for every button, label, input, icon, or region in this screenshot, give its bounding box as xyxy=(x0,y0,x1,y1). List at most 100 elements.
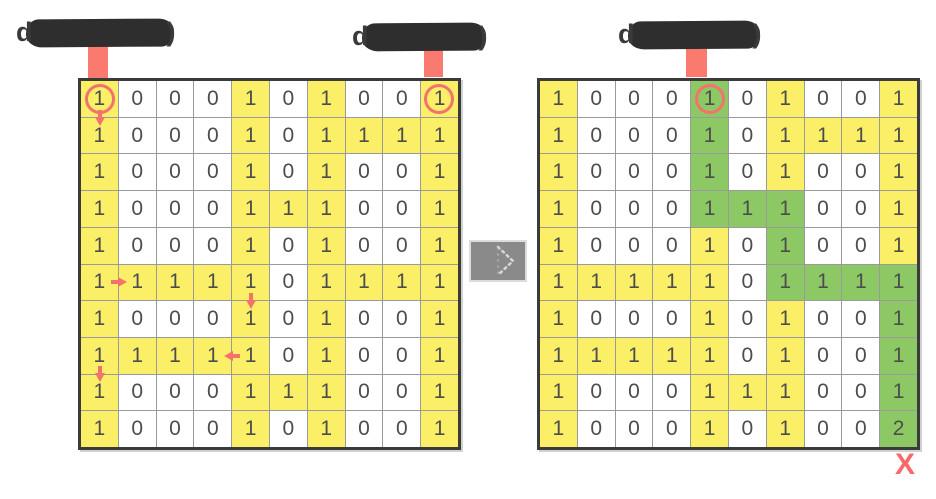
grid-cell: 0 xyxy=(577,81,615,117)
grid-cell: 0 xyxy=(156,81,194,117)
grid-cell: 0 xyxy=(269,117,307,154)
grid-cell: 1 xyxy=(421,117,458,154)
grid-cell: 0 xyxy=(653,81,691,117)
grid-cell: 0 xyxy=(118,374,156,411)
grid-cell: 1 xyxy=(880,337,917,374)
grid-cell: 0 xyxy=(118,81,156,117)
grid-cell: 1 xyxy=(691,154,728,191)
grid-cell: 1 xyxy=(307,337,345,374)
grid-cell: 0 xyxy=(728,411,766,447)
dfs-direction-arrow-down xyxy=(94,365,105,382)
grid-cell: 1 xyxy=(615,337,653,374)
grid-cell: 0 xyxy=(156,227,194,264)
grid-cell: 0 xyxy=(194,191,232,227)
grid-cell: 0 xyxy=(156,117,194,154)
transition-arrow-icon xyxy=(469,240,527,282)
grid-cell: 1 xyxy=(81,301,118,337)
grid-cell: 0 xyxy=(804,374,842,411)
dfs-direction-arrow-right xyxy=(110,277,127,288)
grid-cell: 1 xyxy=(766,337,804,374)
grid-cell: 1 xyxy=(307,191,345,227)
grid-cell: 1 xyxy=(766,264,804,301)
grid-cell: 1 xyxy=(81,411,118,447)
redaction-scribble xyxy=(25,17,174,48)
grid-cell: 1 xyxy=(691,374,728,411)
grid-cell: 0 xyxy=(345,81,383,117)
grid-cell: 1 xyxy=(269,191,307,227)
grid-cell: 0 xyxy=(842,411,880,447)
grid-cell: 1 xyxy=(766,411,804,447)
grid-cell: 1 xyxy=(691,264,728,301)
grid-cell: 0 xyxy=(728,227,766,264)
grid-cell: 1 xyxy=(81,227,118,264)
grid-cell: 1 xyxy=(232,411,269,447)
grid-cell: 0 xyxy=(804,227,842,264)
label-suffix: ) xyxy=(166,17,176,47)
grid-cell: 1 xyxy=(232,117,269,154)
grid-cell: 1 xyxy=(421,337,458,374)
grid-cell: 0 xyxy=(577,411,615,447)
grid-cell: 1 xyxy=(766,81,804,117)
grid-cell: 0 xyxy=(728,81,766,117)
grid-cell: 1 xyxy=(421,374,458,411)
grid-cell: 1 xyxy=(880,374,917,411)
grid-cell: 1 xyxy=(540,337,577,374)
grid-cell: 1 xyxy=(804,117,842,154)
grid-cell: 1 xyxy=(540,81,577,117)
grid-cell: 0 xyxy=(653,227,691,264)
dfs-call-label-3: d ) xyxy=(618,19,762,50)
grid-cell: 0 xyxy=(118,154,156,191)
grid-cell: 0 xyxy=(156,374,194,411)
grid-cell: 1 xyxy=(540,154,577,191)
grid-cell: 1 xyxy=(540,264,577,301)
grid-cell: 1 xyxy=(421,154,458,191)
grid-cell: 1 xyxy=(880,154,917,191)
grid-cell: 1 xyxy=(307,264,345,301)
grid-cell: 0 xyxy=(269,81,307,117)
grid-cell: 0 xyxy=(728,117,766,154)
grid-cell: 1 xyxy=(421,301,458,337)
grid-cell: 0 xyxy=(842,337,880,374)
connector-call1 xyxy=(88,45,108,78)
grid-cell: 0 xyxy=(804,411,842,447)
grid-cell: 1 xyxy=(345,264,383,301)
grid-cell: 1 xyxy=(307,227,345,264)
grid-cell: 0 xyxy=(345,227,383,264)
label-prefix: d xyxy=(618,19,634,49)
grid-cell: 0 xyxy=(194,81,232,117)
grid-cell: 0 xyxy=(615,117,653,154)
grid-cell: 0 xyxy=(118,227,156,264)
grid-cell: 0 xyxy=(577,301,615,337)
grid-cell: 0 xyxy=(842,154,880,191)
grid-cell: 1 xyxy=(540,301,577,337)
dfs-call-label-1: d ) xyxy=(16,17,176,48)
grid-cell: 0 xyxy=(383,411,421,447)
grid-cell: 1 xyxy=(232,374,269,411)
grid-cell: 1 xyxy=(269,374,307,411)
grid-cell: 0 xyxy=(842,81,880,117)
grid-cell: 1 xyxy=(345,117,383,154)
grid-cell: 0 xyxy=(577,154,615,191)
connector-call2 xyxy=(424,47,443,77)
grid-cell: 1 xyxy=(691,411,728,447)
grid-cell: 0 xyxy=(804,81,842,117)
grid-cell: 1 xyxy=(232,81,269,117)
grid-cell: 0 xyxy=(728,154,766,191)
dfs-direction-arrow-left xyxy=(223,350,240,361)
grid-cell: 1 xyxy=(540,374,577,411)
grid-cell: 1 xyxy=(880,301,917,337)
grid-cell: 1 xyxy=(232,154,269,191)
grid-cell: 0 xyxy=(728,337,766,374)
grid-cell: 1 xyxy=(653,264,691,301)
grid-cell: 0 xyxy=(842,227,880,264)
dfs-call-label-2: d ) xyxy=(352,21,488,52)
grid-cell: 1 xyxy=(540,191,577,227)
grid-cell: 0 xyxy=(269,337,307,374)
grid-cell: 1 xyxy=(691,337,728,374)
grid-cell: 0 xyxy=(269,264,307,301)
grid-cell: 0 xyxy=(118,117,156,154)
grid-cell: 0 xyxy=(842,374,880,411)
grid-cell: 1 xyxy=(421,411,458,447)
